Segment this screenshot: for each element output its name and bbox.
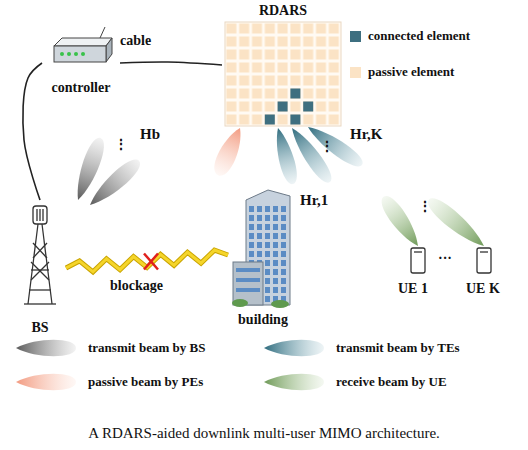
node-label: RDARS [259,2,307,19]
legend-item: passive element [350,64,454,80]
cable-line [23,63,42,200]
channel-label: Hr,K [350,126,382,143]
node-label: building [238,311,288,328]
edge-label: cable [118,33,153,49]
ellipsis: ⋮ [114,136,128,153]
ellipsis: ⋮ [418,198,432,215]
passive-elements [225,22,341,126]
legend-text: transmit beam by TEs [336,340,460,356]
figure-caption: A RDARS-aided downlink multi-user MIMO a… [0,424,528,442]
legend-item: passive beam by PEs [12,370,203,394]
cable-line [120,62,222,65]
legend-beam [12,370,80,394]
channel-label: Hr,1 [300,192,328,209]
node-label: controller [52,79,111,96]
legend-text: passive element [368,64,454,80]
legend-item: receive beam by UE [260,370,447,394]
legend-swatch [350,67,361,78]
pe-beam [210,124,248,179]
base-station-node: BS [14,200,66,336]
building-icon [232,190,290,308]
legend-beam [260,370,328,394]
legend-text: receive beam by UE [336,374,447,390]
legend-beam [12,336,80,360]
edge-label: blockage [108,278,165,294]
bs-tower [24,206,56,304]
legend-beam [260,336,328,360]
ellipsis: ··· [438,250,452,267]
bs-beam [84,155,144,211]
legend-beam-shape [264,374,324,391]
legend-text: transmit beam by BS [88,340,205,356]
legend-item: transmit beam by BS [12,336,205,360]
ue-beam [424,193,490,252]
node-label: BS [31,319,48,336]
rdars-panel-node: RDARS [222,2,344,128]
legend-beam-shape [16,340,76,357]
ue-label: UE K [466,280,500,297]
rdars-panel [225,22,341,126]
building-node: building [228,182,298,328]
legend-beam-shape [264,340,324,357]
lightning-outline [66,250,228,272]
connected-elements [265,89,313,125]
blocked-link [66,250,228,272]
ellipsis: ⋮ [320,138,334,155]
legend-text: passive beam by PEs [88,374,203,390]
blockage-cross [144,254,158,270]
ue-beam [377,192,425,251]
controller-icon [54,27,112,62]
legend-beam-shape [16,374,76,391]
ue-phone [411,248,491,273]
ue-label: UE 1 [398,280,428,297]
legend-item: connected element [350,28,470,44]
channel-label: Hb [140,126,160,143]
legend-text: connected element [368,28,470,44]
legend-item: transmit beam by TEs [260,336,460,360]
legend-swatch [350,31,361,42]
te-beam [286,124,336,187]
controller-node: controller [42,30,120,96]
